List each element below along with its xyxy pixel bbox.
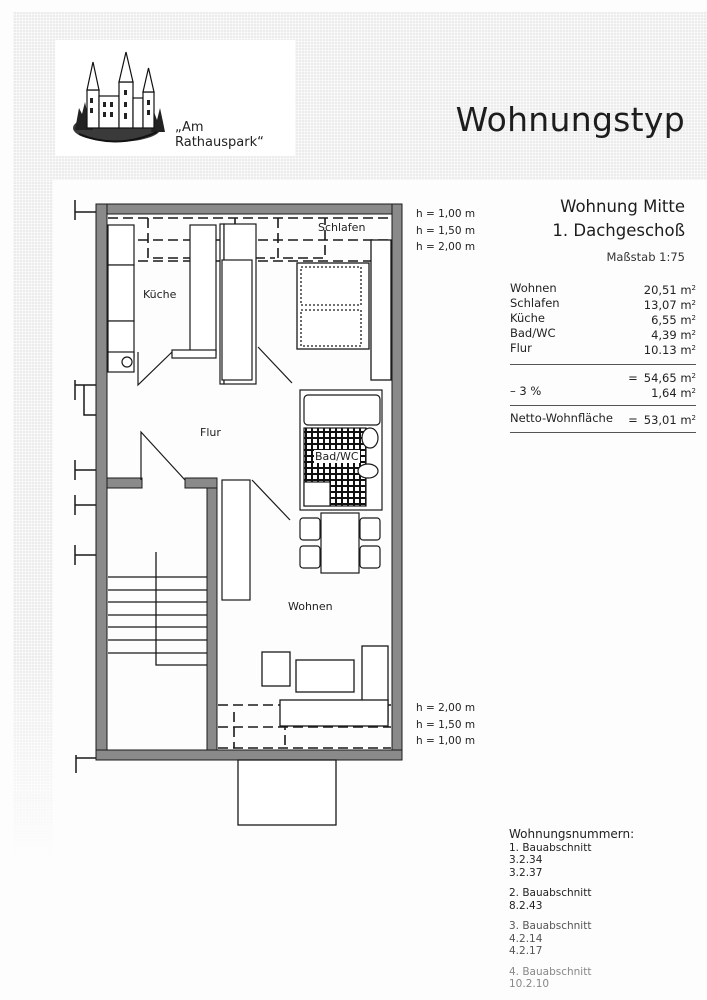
logo-caption: „Am Rathauspark“ [175, 120, 264, 150]
area-room: Bad/WC [510, 326, 556, 340]
left-margin-band [13, 180, 53, 860]
document-title: Wohnungstyp [455, 100, 685, 139]
area-value: 10.13 m2 [643, 343, 696, 357]
room-label-wohnen: Wohnen [288, 600, 333, 613]
room-label-bad-wc: Bad/WC [314, 450, 360, 463]
logo-box: „Am Rathauspark“ [55, 40, 295, 156]
phase-group: 1. Bauabschnitt 3.2.34 3.2.37 [509, 841, 592, 879]
ceiling-heights-bottom: h = 2,00 m h = 1,50 m h = 1,00 m [416, 702, 476, 747]
divider [510, 364, 696, 365]
unit-floor: 1. Dachgeschoß [552, 221, 685, 240]
unit-name: Wohnung Mitte [560, 197, 685, 216]
unit-numbers-heading: Wohnungsnummern: [509, 827, 635, 841]
area-table: Wohnen 20,51 m2 Schlafen 13,07 m2 Küche 6,5… [510, 281, 696, 433]
ceiling-heights-top: h = 1,00 m h = 1,50 m h = 2,00 m [416, 208, 476, 253]
area-value: 13,07 m2 [643, 298, 696, 312]
area-value: 20,51 m2 [643, 283, 696, 297]
area-room: Flur [510, 341, 532, 355]
scale-label: Maßstab 1:75 [606, 250, 685, 264]
phase-group: 3. Bauabschnitt 4.2.14 4.2.17 [509, 920, 592, 957]
area-room: Wohnen [510, 281, 557, 295]
room-label-kueche: Küche [143, 288, 177, 301]
area-row: Wohnen 20,51 m2 [510, 281, 696, 297]
area-row: Schlafen 13,07 m2 [510, 296, 696, 312]
subtotal-row: =54,65 m2 [628, 371, 696, 385]
phase-group: 2. Bauabschnitt 8.2.43 [509, 887, 592, 912]
phase-group: 4. Bauabschnitt 10.2.10 [509, 965, 592, 991]
divider [510, 405, 696, 406]
divider [510, 432, 696, 433]
area-value: 4,39 m2 [651, 328, 696, 342]
unit-title: Wohnung Mitte 1. Dachgeschoß [552, 195, 685, 243]
unit-numbers: Wohnungsnummern: 1. Bauabschnitt 3.2.34 … [509, 828, 634, 999]
castle-illustration-icon [73, 51, 165, 143]
room-label-flur: Flur [200, 426, 221, 439]
net-area-row: Netto-Wohnfläche=53,01 m2 [510, 411, 696, 427]
area-room: Küche [510, 311, 545, 325]
area-row: Bad/WC 4,39 m2 [510, 326, 696, 342]
area-room: Schlafen [510, 296, 560, 310]
area-row: Küche 6,55 m2 [510, 311, 696, 327]
area-value: 6,55 m2 [651, 313, 696, 327]
room-label-schlafen: Schlafen [318, 221, 366, 234]
deduction-row: – 3 %1,64 m2 [510, 384, 696, 400]
area-row: Flur 10.13 m2 [510, 341, 696, 357]
